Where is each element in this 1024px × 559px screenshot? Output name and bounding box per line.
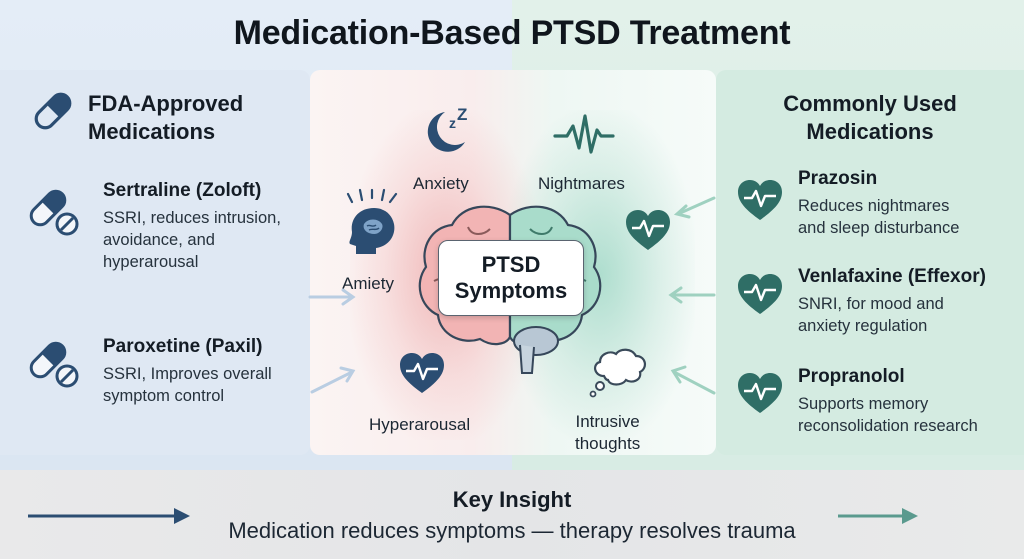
sertraline-name: Sertraline (Zoloft): [103, 180, 262, 201]
pill-tablet-icon: [29, 341, 79, 388]
heart-pulse-icon: [738, 373, 782, 413]
key-insight-title: Key Insight: [452, 487, 572, 512]
label-amiety: Amiety: [342, 274, 394, 293]
label-nightmares: Nightmares: [538, 174, 625, 193]
venlafaxine-name: Venlafaxine (Effexor): [798, 266, 986, 287]
prazosin-desc: Reduces nightmares and sleep disturbance: [798, 197, 960, 237]
sertraline-desc: SSRI, reduces intrusion, avoidance, and …: [103, 209, 281, 271]
paroxetine-desc: SSRI, Improves overall symptom control: [103, 365, 272, 405]
stressed-head-icon: [346, 188, 398, 254]
paroxetine-name: Paroxetine (Paxil): [103, 336, 263, 357]
label-anxiety: Anxiety: [413, 174, 469, 193]
svg-text:z: z: [449, 115, 456, 131]
arrow-right-icon: [28, 508, 190, 524]
heartbeat-line-icon: [553, 114, 615, 154]
svg-text:Z: Z: [457, 105, 467, 124]
pill-tablet-icon: [29, 189, 79, 236]
ptsd-symptoms-box: PTSD Symptoms: [438, 240, 584, 316]
thought-bubble-icon: [589, 348, 646, 398]
pill-capsule-icon: [34, 92, 72, 130]
label-hyperarousal: Hyperarousal: [369, 415, 471, 434]
fda-heading: FDA-Approved Medications: [88, 91, 244, 144]
paroxetine-icon-circle: [16, 326, 92, 402]
key-insight-text: Medication reduces symptoms — therapy re…: [228, 518, 796, 543]
heart-pulse-icon: [400, 353, 444, 393]
sertraline-icon-circle: [16, 174, 92, 250]
arrow-right-icon: [838, 508, 918, 524]
prazosin-icon-circle: [722, 162, 798, 238]
prazosin-name: Prazosin: [798, 168, 878, 189]
heart-pulse-icon: [738, 274, 782, 314]
propranolol-icon-circle: [722, 355, 798, 431]
fda-approved-panel: [0, 70, 310, 455]
page-title: Medication-Based PTSD Treatment: [233, 14, 791, 52]
venlafaxine-desc: SNRI, for mood and anxiety regulation: [798, 295, 944, 335]
heart-pulse-icon: [738, 180, 782, 220]
propranolol-name: Propranolol: [798, 366, 905, 387]
propranolol-desc: Supports memory reconsolidation research: [798, 395, 978, 435]
label-intrusive-thoughts: Intrusive thoughts: [575, 412, 641, 453]
venlafaxine-icon-circle: [722, 256, 798, 332]
commonly-used-heading: Commonly Used Medications: [783, 91, 957, 144]
heart-pulse-icon: [626, 210, 670, 250]
moon-sleep-icon: z Z: [427, 105, 467, 152]
